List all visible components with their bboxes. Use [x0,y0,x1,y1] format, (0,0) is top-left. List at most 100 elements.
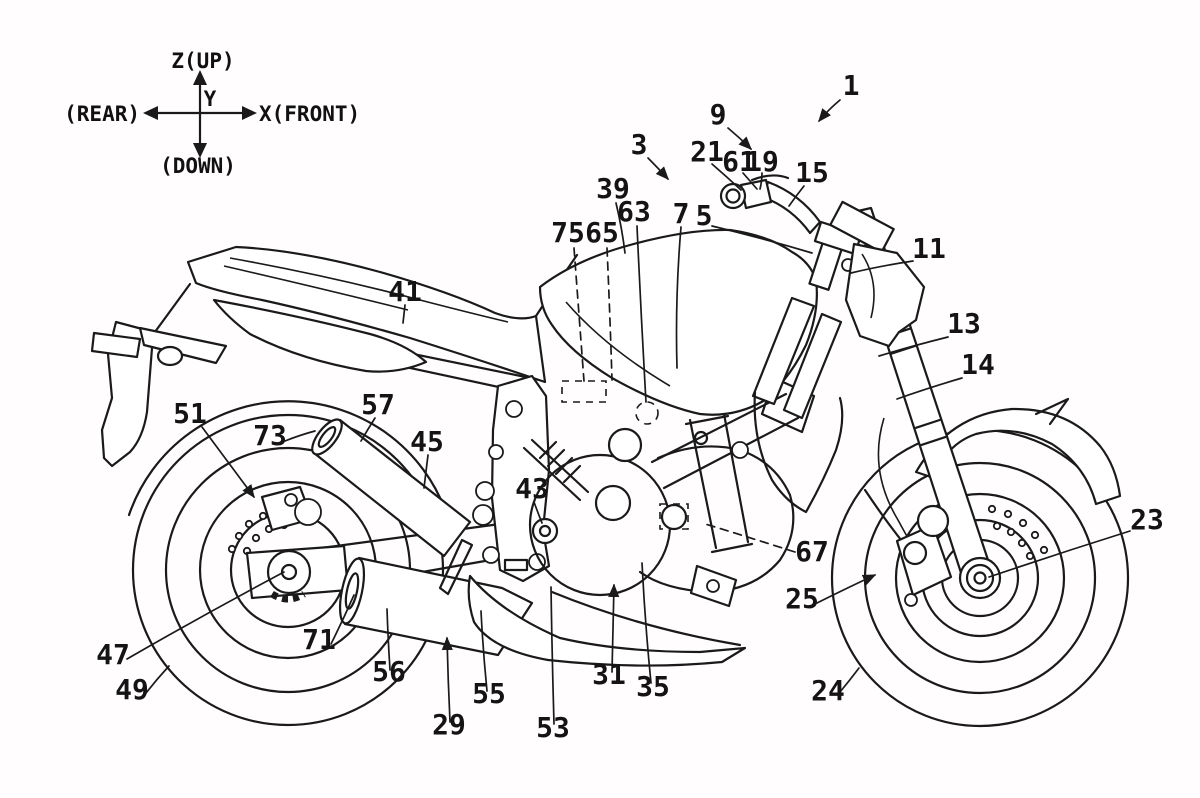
front-arrowhead [242,106,257,120]
leader-line-9 [727,127,752,150]
ref-label-11: 11 [912,232,946,265]
axis-rear-label: (REAR) [64,102,140,126]
fuel-tank [538,228,818,416]
engine [467,376,816,667]
leader-line-13 [878,336,949,357]
radiator-shroud [753,390,844,514]
oil-pan-line [550,590,742,647]
frame-beams [731,296,844,514]
ref-label-56: 56 [372,655,406,688]
leader-line-23 [988,530,1131,578]
fender-rear-tip [863,488,907,547]
ref-label-9: 9 [710,98,727,131]
ref-label-29: 29 [432,708,466,741]
leader-line-14 [896,377,963,400]
license-bracket [90,331,142,359]
tank-knee-line [565,301,671,387]
exhaust-inlet-pipe [312,418,472,558]
ref-label-1: 1 [843,69,860,102]
ref-label-45: 45 [410,425,444,458]
ref-label-55: 55 [472,677,506,710]
brake-lever [750,174,790,182]
leader-line-41 [402,304,406,324]
leader-line-35 [641,562,652,684]
axis-down-label: (DOWN) [160,154,236,178]
leader-line-25 [816,574,877,604]
ref-label-7: 7 [673,197,690,230]
leader-line-19 [759,172,763,190]
rear-fender [90,282,228,468]
front-brake-caliper [895,504,1002,607]
ref-label-53: 53 [536,711,570,744]
tail-stripe [229,257,509,323]
ref-label-51: 51 [173,397,207,430]
ref-label-63: 63 [617,195,651,228]
leader-line-21 [711,163,742,191]
ref-label-13: 13 [947,307,981,340]
rear-arrowhead [143,106,158,120]
leader-line-65 [606,247,613,381]
leader-line-11 [850,260,914,274]
ref-label-57: 57 [361,388,395,421]
leader-line-7 [675,226,682,369]
side-panel [212,298,428,373]
meter-bracket [829,200,895,254]
ref-label-25: 25 [785,582,819,615]
front-fender [863,397,1122,547]
ref-label-41: 41 [388,275,422,308]
leader-line-24 [839,667,860,693]
leader-line-1 [818,99,841,123]
leader-line-5 [711,225,813,254]
front-brake-disc-holes [987,504,1049,561]
leader-line-67 [701,522,796,553]
side-stand [438,538,474,596]
ref-label-67: 67 [795,535,829,568]
ref-label-23: 23 [1130,503,1164,536]
leader-line-45 [423,454,429,489]
handlebar [719,174,895,254]
leader-line-51 [201,426,255,499]
leader-line-73 [284,430,316,442]
axis-up-label: Z(UP) [171,49,234,73]
ref-label-3: 3 [631,128,648,161]
ref-label-19: 19 [745,145,779,178]
ref-label-5: 5 [696,199,713,232]
bar-end [719,182,747,210]
ref-label-65: 65 [585,216,619,249]
ref-label-49: 49 [115,673,149,706]
leader-line-31 [608,583,620,673]
leader-line-56 [386,608,391,671]
leader-line-49 [145,665,170,694]
frame-pivot-plate [438,374,559,596]
rear-shock-spring [522,438,590,502]
ref-label-47: 47 [96,638,130,671]
ref-label-43: 43 [515,472,549,505]
ref-label-73: 73 [253,419,287,452]
leader-line-15 [788,185,805,207]
ref-label-75: 75 [551,216,585,249]
leader-line-3 [647,157,669,181]
leader-line-71 [330,594,355,645]
ref-label-21: 21 [690,135,724,168]
axis-y-label: Y [204,87,217,111]
leader-line-43 [533,501,543,524]
ref-label-24: 24 [811,674,845,707]
down-arrowhead [193,143,207,158]
leader-line-75 [573,247,585,382]
ref-label-35: 35 [636,670,670,703]
ref-label-14: 14 [961,348,995,381]
ref-label-61: 61 [722,145,756,178]
hidden-circle [635,401,659,425]
up-arrowhead [193,70,207,85]
cylinder-block [650,392,788,464]
exhaust-hanger [138,326,228,365]
axis-front-label: X(FRONT) [259,102,360,126]
ref-label-31: 31 [592,658,626,691]
ref-label-15: 15 [795,156,829,189]
tail-bodywork [186,245,579,384]
rear-wheel-well-arc [127,400,449,517]
clutch-adjuster [531,517,559,545]
leader-line-63 [636,225,647,403]
